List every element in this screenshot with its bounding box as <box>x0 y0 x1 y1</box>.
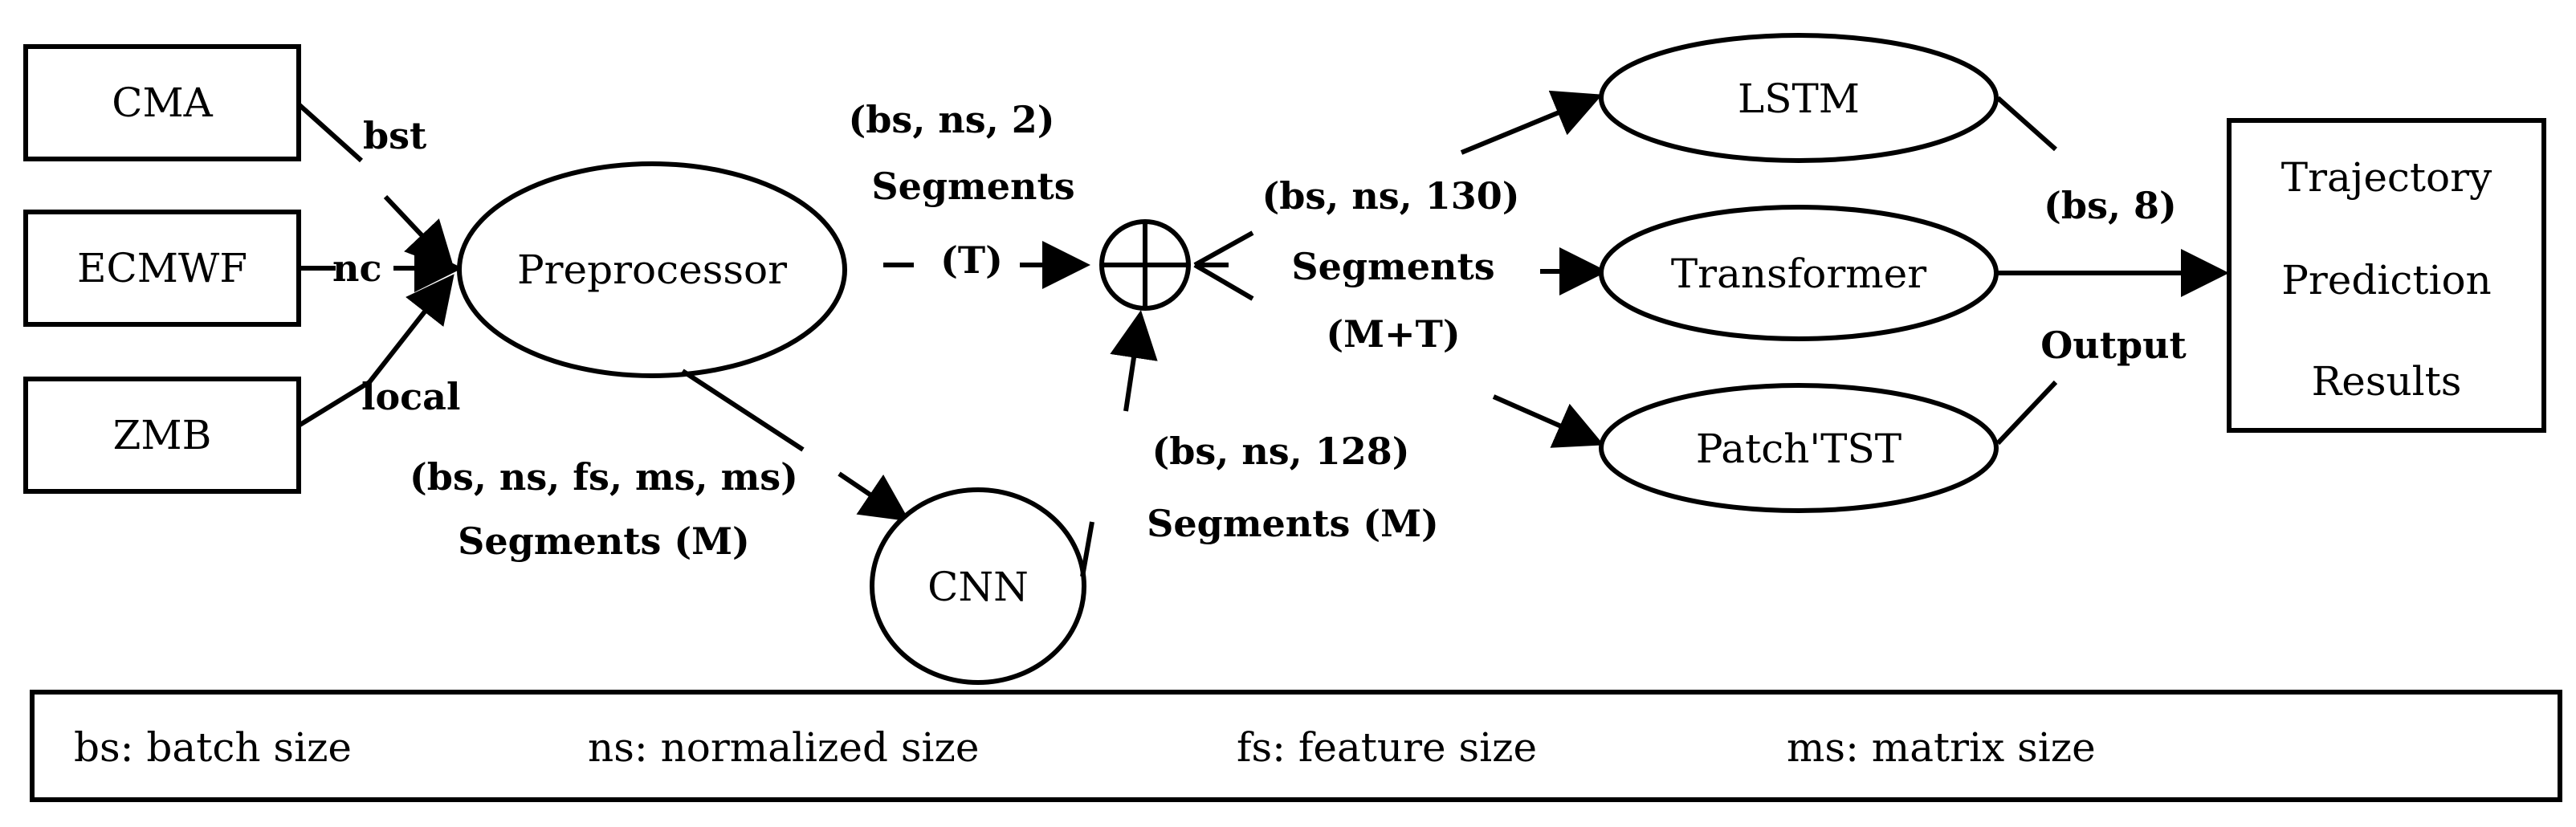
transformer-label: Transformer <box>1671 251 1926 297</box>
zmb-box: ZMB <box>23 377 301 494</box>
results-label-line-3: Results <box>2312 358 2462 405</box>
m-input-shape-label: (bs, ns, fs, ms, ms) <box>410 455 798 499</box>
legend-ns: ns: normalized size <box>588 724 979 771</box>
bst-label: bst <box>363 114 427 157</box>
lstm-output-edge <box>1996 96 2057 152</box>
preprocessor-node: Preprocessor <box>457 161 847 378</box>
ecmwf-label: ECMWF <box>77 245 247 291</box>
patchtst-output-edge <box>1995 380 2058 446</box>
legend-ms: ms: matrix size <box>1787 724 2096 771</box>
t-shape-label: (bs, ns, 2) <box>849 98 1055 141</box>
output-shape-label: (bs, 8) <box>2044 184 2177 227</box>
patchtst-node: Patch'TST <box>1599 383 1999 513</box>
to-patchtst-arrow <box>1492 394 1604 448</box>
m-input-segments-label: Segments (M) <box>458 519 750 563</box>
legend-fs: fs: feature size <box>1237 724 1537 771</box>
fanout-line-top <box>1193 230 1254 267</box>
mt-type-label: (M+T) <box>1326 312 1460 356</box>
mt-segments-label: Segments <box>1291 245 1494 288</box>
cnn-to-concat-arrow <box>1110 310 1158 412</box>
cnn-node: CNN <box>870 487 1086 685</box>
preprocessor-to-cnn-arrow <box>838 471 910 522</box>
output-label: Output <box>2040 324 2187 367</box>
patchtst-label: Patch'TST <box>1696 426 1901 472</box>
nc-label: nc <box>332 246 381 290</box>
lstm-node: LSTM <box>1599 33 1999 163</box>
mt-shape-label: (bs, ns, 130) <box>1262 174 1519 218</box>
cnn-output-edge <box>1080 521 1094 577</box>
cnn-label: CNN <box>927 564 1029 610</box>
local-label: local <box>361 375 460 418</box>
lstm-label: LSTM <box>1738 75 1860 122</box>
cma-box: CMA <box>23 44 301 161</box>
cma-edge-arrow <box>383 194 455 271</box>
ecmwf-box: ECMWF <box>23 210 301 327</box>
legend-box: bs: batch size ns: normalized size fs: f… <box>30 690 2562 802</box>
preprocessor-to-cnn-edge <box>681 369 805 452</box>
m-output-segments-label: Segments (M) <box>1147 502 1439 545</box>
concatenation-node <box>1099 219 1191 311</box>
zmb-edge-arrow <box>367 274 454 384</box>
preprocessor-label: Preprocessor <box>517 246 787 293</box>
legend-bs: bs: batch size <box>74 724 352 771</box>
to-lstm-arrow <box>1460 90 1603 155</box>
zmb-edge <box>297 380 371 428</box>
results-label-line-1: Trajectory <box>2281 154 2492 201</box>
fanout-line-bottom <box>1193 263 1254 301</box>
results-label-line-2: Prediction <box>2281 257 2492 304</box>
m-output-shape-label: (bs, ns, 128) <box>1151 430 1409 473</box>
cma-edge <box>296 102 364 163</box>
cma-label: CMA <box>112 79 213 126</box>
t-type-label: (T) <box>940 238 1003 282</box>
zmb-label: ZMB <box>113 412 212 458</box>
trajectory-results-box: Trajectory Prediction Results <box>2227 118 2546 433</box>
transformer-node: Transformer <box>1599 205 1999 341</box>
t-segments-label: Segments <box>871 165 1074 208</box>
